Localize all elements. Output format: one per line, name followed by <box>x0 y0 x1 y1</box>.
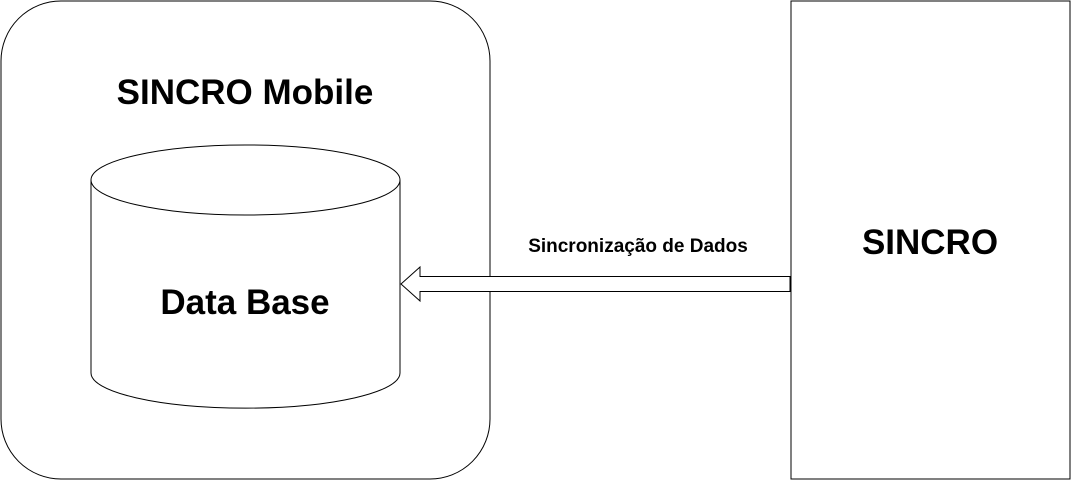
sync-arrow-shape <box>400 265 791 303</box>
database-cylinder: Data Base <box>90 144 401 409</box>
server-title: SINCRO <box>862 223 998 262</box>
server-box <box>790 0 1071 480</box>
database-body <box>90 180 401 409</box>
server-container: SINCRO <box>790 0 1071 480</box>
sync-arrow: Sincronização de Dados <box>400 236 791 303</box>
sync-arrow-label: Sincronização de Dados <box>528 236 748 257</box>
database-label: Data Base <box>160 283 329 322</box>
mobile-app-title: SINCRO Mobile <box>117 73 374 112</box>
database-top <box>90 144 401 216</box>
